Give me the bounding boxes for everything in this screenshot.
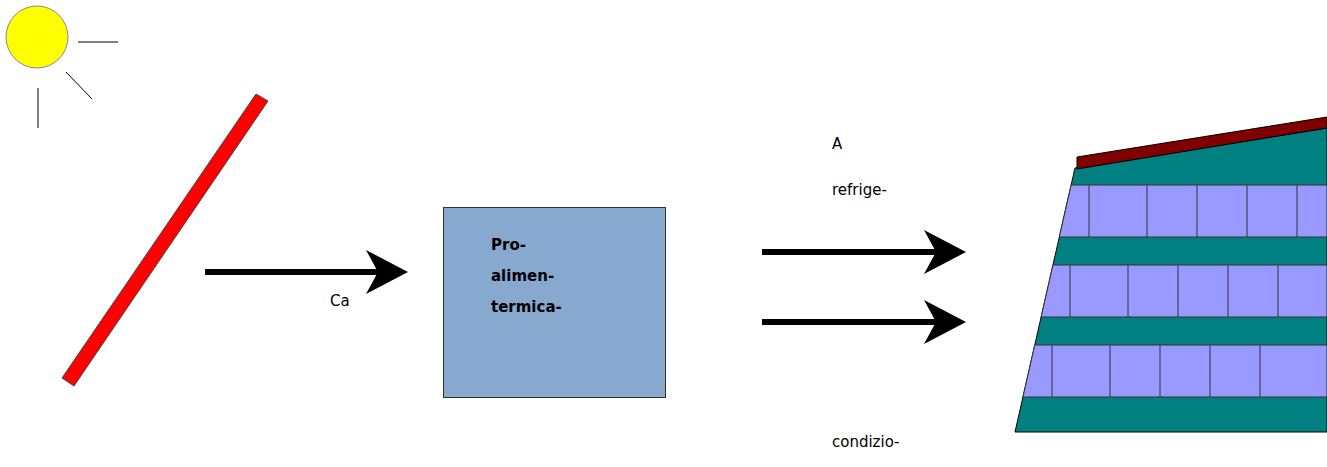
window-mullion: [1128, 265, 1129, 317]
building-body: [1015, 128, 1327, 432]
window-row: [1041, 265, 1327, 317]
window-mullion: [1070, 265, 1071, 317]
window-mullion: [1110, 345, 1111, 397]
box-text: Pro- alimen- termica-: [491, 230, 562, 323]
window-mullion: [1210, 345, 1211, 397]
sun: [6, 6, 68, 68]
arrow-shaft: [762, 249, 946, 255]
window-mullion: [1278, 265, 1279, 317]
window-row: [1059, 185, 1327, 237]
window-row: [1023, 345, 1327, 397]
window-mullion: [1160, 345, 1161, 397]
window-mullion: [1052, 345, 1053, 397]
window-mullion: [1147, 185, 1148, 237]
window-mullion: [1178, 265, 1179, 317]
solar-collector: [62, 94, 268, 386]
flow-label: A refrige-: [832, 121, 887, 213]
building: [1015, 117, 1327, 432]
flow-label: Ca: [330, 291, 350, 311]
window-mullion: [1228, 265, 1229, 317]
window-mullion: [1089, 185, 1090, 237]
arrow-head: [924, 300, 966, 344]
arrow-head: [924, 230, 966, 274]
window-mullion: [1247, 185, 1248, 237]
arrow-shaft: [205, 269, 388, 275]
window-mullion: [1297, 185, 1298, 237]
process-box: Pro- alimen- termica-: [443, 207, 666, 398]
arrow-shaft: [762, 319, 946, 325]
arrow-head: [366, 250, 408, 294]
sun-rays: [38, 42, 118, 128]
window-mullion: [1260, 345, 1261, 397]
window-mullion: [1197, 185, 1198, 237]
roof: [1077, 117, 1327, 169]
flow-label: condizio-: [832, 432, 900, 452]
